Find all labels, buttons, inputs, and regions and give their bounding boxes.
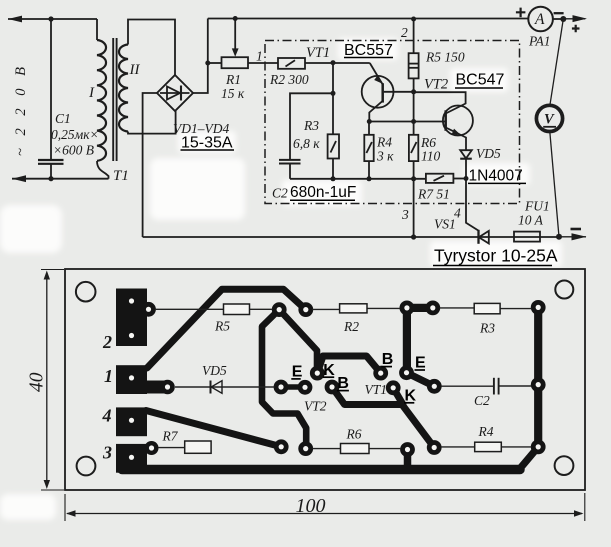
svg-text:E: E xyxy=(292,364,303,381)
svg-text:BC557: BC557 xyxy=(344,42,393,59)
svg-text:10 A: 10 A xyxy=(518,213,544,228)
svg-text:100: 100 xyxy=(296,495,326,517)
svg-text:B: B xyxy=(337,375,349,392)
svg-text:680n-1uF: 680n-1uF xyxy=(290,184,356,201)
svg-text:B: B xyxy=(382,351,394,368)
svg-text:VT1: VT1 xyxy=(306,45,330,61)
svg-text:I: I xyxy=(88,85,95,101)
svg-text:R6: R6 xyxy=(346,427,362,442)
svg-text:R3: R3 xyxy=(479,321,495,336)
svg-text:VS1: VS1 xyxy=(434,217,456,232)
svg-text:1: 1 xyxy=(104,366,113,386)
svg-text:R7 51: R7 51 xyxy=(417,187,450,202)
svg-text:Tyrystor 10-25A: Tyrystor 10-25A xyxy=(434,246,558,266)
svg-text:3: 3 xyxy=(401,207,409,222)
svg-text:×600 В: ×600 В xyxy=(53,143,94,158)
svg-text:R5: R5 xyxy=(214,319,230,334)
svg-text:R2 300: R2 300 xyxy=(269,72,309,87)
svg-text:C1: C1 xyxy=(55,111,71,126)
svg-text:110: 110 xyxy=(421,149,440,164)
svg-text:R4: R4 xyxy=(478,424,494,439)
svg-text:15-35A: 15-35A xyxy=(181,135,233,152)
svg-text:II: II xyxy=(129,62,141,78)
svg-text:R2: R2 xyxy=(343,319,359,334)
svg-text:~ 2 2 0 В: ~ 2 2 0 В xyxy=(13,63,29,156)
svg-text:VD5: VD5 xyxy=(476,146,501,161)
svg-text:3: 3 xyxy=(102,443,112,463)
svg-text:2: 2 xyxy=(401,25,408,40)
svg-text:BC547: BC547 xyxy=(456,72,505,89)
svg-text:VT2: VT2 xyxy=(424,77,448,93)
svg-text:Т1: Т1 xyxy=(113,168,129,184)
svg-text:R7: R7 xyxy=(162,429,179,444)
svg-text:VD5: VD5 xyxy=(202,363,227,378)
svg-text:VT2: VT2 xyxy=(304,399,327,414)
svg-text:40: 40 xyxy=(27,372,48,392)
svg-text:R6: R6 xyxy=(420,135,436,150)
svg-text:C2: C2 xyxy=(272,186,288,201)
svg-text:R1: R1 xyxy=(225,72,241,87)
svg-text:15 к: 15 к xyxy=(221,86,245,101)
svg-text:R5 150: R5 150 xyxy=(425,50,465,65)
svg-text:2: 2 xyxy=(102,332,112,352)
svg-text:K: K xyxy=(405,387,417,404)
svg-text:E: E xyxy=(415,355,426,372)
svg-text:V: V xyxy=(544,112,555,128)
svg-text:R4: R4 xyxy=(376,135,392,150)
svg-text:0,25мк×: 0,25мк× xyxy=(51,127,99,142)
svg-text:4: 4 xyxy=(102,406,112,426)
svg-text:A: A xyxy=(534,11,545,28)
svg-text:1N4007: 1N4007 xyxy=(469,168,523,185)
svg-text:VT1: VT1 xyxy=(365,382,388,397)
svg-text:R3: R3 xyxy=(303,118,319,133)
svg-text:4: 4 xyxy=(454,206,461,221)
svg-text:C2: C2 xyxy=(474,393,490,408)
svg-text:FU1: FU1 xyxy=(524,199,550,214)
svg-text:K: K xyxy=(323,362,335,379)
svg-text:1: 1 xyxy=(256,49,263,64)
svg-text:6,8 к: 6,8 к xyxy=(293,136,320,151)
svg-text:3 к: 3 к xyxy=(376,149,394,164)
svg-text:VD1–VD4: VD1–VD4 xyxy=(173,121,229,136)
svg-text:PA1: PA1 xyxy=(528,34,551,49)
